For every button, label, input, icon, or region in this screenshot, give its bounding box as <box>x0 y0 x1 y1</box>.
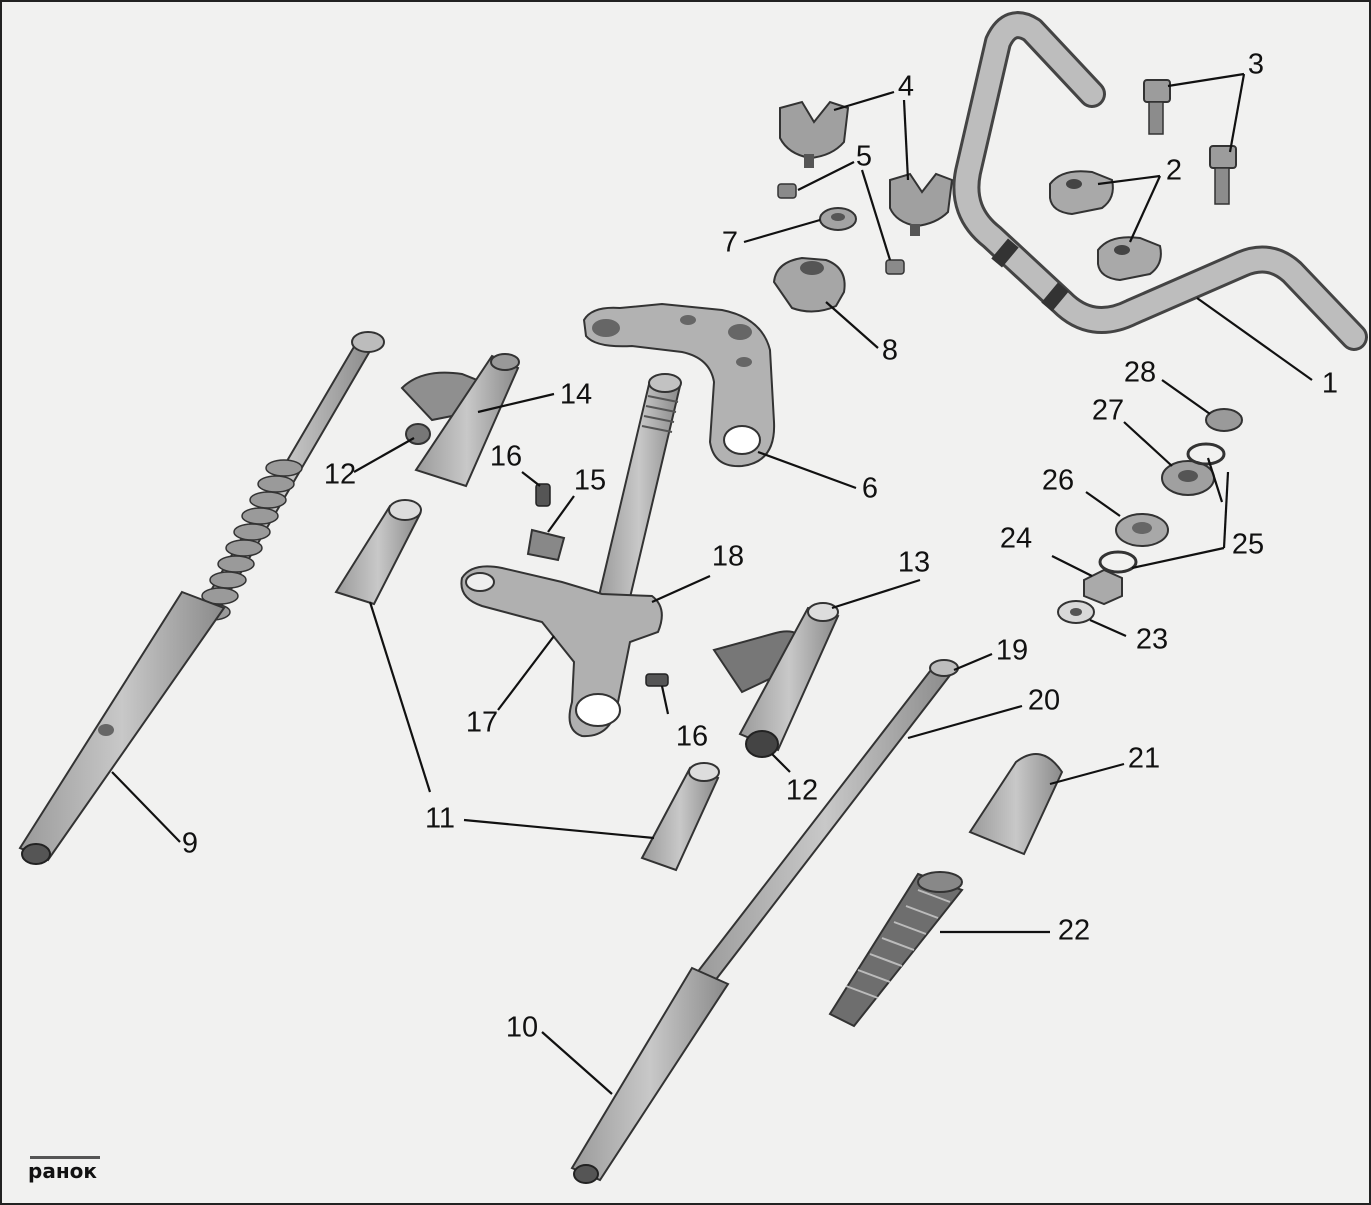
label-9: 9 <box>182 828 198 860</box>
guide-tube-part <box>334 499 720 872</box>
part-labels: 1 2 3 4 5 6 7 8 9 10 11 12 12 13 14 15 1… <box>182 49 1338 1044</box>
label-6: 6 <box>862 473 878 505</box>
screw-part <box>535 483 669 687</box>
label-28: 28 <box>1124 357 1156 389</box>
label-23: 23 <box>1136 624 1168 656</box>
bushing-part <box>772 256 846 313</box>
headlight-bracket-right-part <box>712 602 840 752</box>
label-3: 3 <box>1248 49 1264 81</box>
label-15: 15 <box>574 465 606 497</box>
leader-lines <box>111 72 1313 1095</box>
label-25: 25 <box>1232 529 1264 561</box>
washer-stack-part <box>1057 408 1243 624</box>
label-16-lower: 16 <box>676 721 708 753</box>
label-1: 1 <box>1322 368 1338 400</box>
upper-bridge-part <box>582 302 776 468</box>
label-22: 22 <box>1058 915 1090 947</box>
handlebar-part <box>952 11 1368 351</box>
label-17: 17 <box>466 707 498 739</box>
label-16-upper: 16 <box>490 441 522 473</box>
label-4: 4 <box>898 71 914 103</box>
label-5: 5 <box>856 141 872 173</box>
label-27: 27 <box>1092 395 1124 427</box>
handlebar-bracket-part <box>779 100 954 236</box>
nut-part <box>819 207 857 231</box>
logo-text: ранок <box>28 1159 97 1183</box>
label-11: 11 <box>425 803 455 835</box>
label-7: 7 <box>722 227 738 259</box>
small-nut-part <box>777 183 905 275</box>
clip-part <box>526 528 566 562</box>
label-8: 8 <box>882 335 898 367</box>
right-fork-leg-part <box>570 659 959 1184</box>
headlight-bracket-left-part <box>400 353 520 488</box>
fork-spring-part <box>828 871 964 1028</box>
left-fork-leg-part <box>18 331 385 865</box>
label-21: 21 <box>1128 743 1160 775</box>
handlebar-clamp-part <box>1049 170 1162 282</box>
grommet-lower-part <box>745 730 779 758</box>
bolt-part <box>1143 79 1237 205</box>
label-26: 26 <box>1042 465 1074 497</box>
fork-cap-part <box>968 753 1064 856</box>
label-12-lower: 12 <box>786 775 818 807</box>
label-19: 19 <box>996 635 1028 667</box>
lower-bridge-part <box>460 373 682 738</box>
label-2: 2 <box>1166 155 1182 187</box>
publisher-logo: ранок <box>28 1156 100 1183</box>
label-14: 14 <box>560 379 592 411</box>
label-24: 24 <box>1000 523 1032 555</box>
label-13: 13 <box>898 547 930 579</box>
label-12-upper: 12 <box>324 459 356 491</box>
label-10: 10 <box>506 1012 538 1044</box>
label-20: 20 <box>1028 685 1060 717</box>
label-18: 18 <box>712 541 744 573</box>
